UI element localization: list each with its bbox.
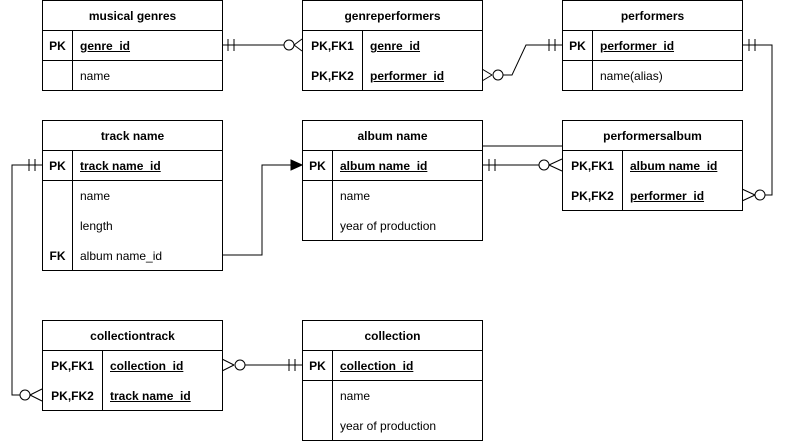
entity-title: musical genres: [43, 1, 222, 31]
key-label: PK,FK2: [303, 61, 363, 91]
key-label: [303, 211, 333, 241]
entity-title: album name: [303, 121, 482, 151]
entity-title: collectiontrack: [43, 321, 222, 351]
key-label: PK,FK2: [563, 181, 623, 211]
key-label: PK,FK1: [43, 351, 103, 381]
entity-title: performers: [563, 1, 742, 31]
field-name: track name_id: [110, 389, 191, 403]
field-name: album name_id: [80, 249, 163, 263]
entity-row: PK performer_id: [563, 31, 742, 61]
entity-title: collection: [303, 321, 482, 351]
key-label: PK: [43, 151, 73, 180]
entity-row: PK,FK2 track name_id: [43, 381, 222, 411]
entity-collection[interactable]: collection PK collection_id name year of…: [302, 320, 483, 441]
field-name: name: [340, 189, 371, 203]
entity-row: PK album name_id: [303, 151, 482, 181]
field-name: track name_id: [80, 158, 161, 173]
connector-collectiontrack-collection: [221, 358, 302, 372]
field-name: performer_id: [600, 38, 675, 53]
entity-album-name[interactable]: album name PK album name_id name year of…: [302, 120, 483, 241]
key-label: [43, 211, 73, 241]
field-name: performer_id: [370, 69, 445, 83]
entity-row: PK,FK2 performer_id: [563, 181, 742, 211]
entity-row: PK,FK1 collection_id: [43, 351, 222, 381]
entity-row: name: [43, 61, 222, 91]
field-name: genre_id: [80, 38, 131, 53]
field-name: name: [340, 389, 371, 403]
key-label: PK: [43, 31, 73, 60]
field-name: collection_id: [340, 358, 414, 373]
field-name: year of production: [340, 219, 437, 233]
field-name: performer_id: [630, 189, 705, 203]
entity-row: PK,FK1 genre_id: [303, 31, 482, 61]
entity-row: PK,FK2 performer_id: [303, 61, 482, 91]
key-label: PK: [303, 151, 333, 180]
field-name: genre_id: [370, 39, 421, 53]
entity-title: performersalbum: [563, 121, 742, 151]
key-label: PK,FK1: [303, 31, 363, 61]
connector-album-performersalbum: [426, 145, 563, 172]
field-name: length: [80, 219, 113, 233]
entity-row: year of production: [303, 411, 482, 441]
entity-row: name: [303, 181, 482, 211]
entity-collectiontrack[interactable]: collectiontrack PK,FK1 collection_id PK,…: [42, 320, 223, 411]
field-name: name: [80, 69, 111, 83]
entity-genreperformers[interactable]: genreperformers PK,FK1 genre_id PK,FK2 p…: [302, 0, 483, 91]
key-label: [303, 381, 333, 411]
key-label: PK: [303, 351, 333, 380]
entity-row: PK track name_id: [43, 151, 222, 181]
entity-performers[interactable]: performers PK performer_id name(alias): [562, 0, 743, 91]
entity-row: PK,FK1 album name_id: [563, 151, 742, 181]
entity-row: PK genre_id: [43, 31, 222, 61]
entity-title: genreperformers: [303, 1, 482, 31]
connector-genreperformers-performers: [481, 39, 562, 82]
key-label: PK,FK2: [43, 381, 103, 411]
entity-title: track name: [43, 121, 222, 151]
key-label: [43, 61, 73, 91]
key-label: FK: [43, 241, 73, 271]
key-label: [303, 411, 333, 441]
entity-row: name: [43, 181, 222, 211]
connector-track-collectiontrack: [11, 159, 43, 402]
entity-row: FK album name_id: [43, 241, 222, 271]
entity-row: name: [303, 381, 482, 411]
entity-track-name[interactable]: track name PK track name_id name length …: [42, 120, 223, 271]
field-name: year of production: [340, 419, 437, 433]
connector-genres-genreperformers: [222, 38, 303, 52]
field-name: name: [80, 189, 111, 203]
key-label: [303, 181, 333, 211]
entity-row: PK collection_id: [303, 351, 482, 381]
entity-row: name(alias): [563, 61, 742, 91]
connector-performers-performersalbum: [741, 39, 773, 202]
entity-row: length: [43, 211, 222, 241]
entity-musical-genres[interactable]: musical genres PK genre_id name: [42, 0, 223, 91]
entity-performersalbum[interactable]: performersalbum PK,FK1 album name_id PK,…: [562, 120, 743, 211]
field-name: collection_id: [110, 359, 184, 373]
key-label: PK,FK1: [563, 151, 623, 181]
field-name: album name_id: [340, 158, 428, 173]
field-name: album name_id: [630, 159, 718, 173]
key-label: [563, 61, 593, 91]
field-name: name(alias): [600, 69, 663, 83]
connector-track-album: [222, 159, 304, 256]
key-label: PK: [563, 31, 593, 60]
key-label: [43, 181, 73, 211]
entity-row: year of production: [303, 211, 482, 241]
